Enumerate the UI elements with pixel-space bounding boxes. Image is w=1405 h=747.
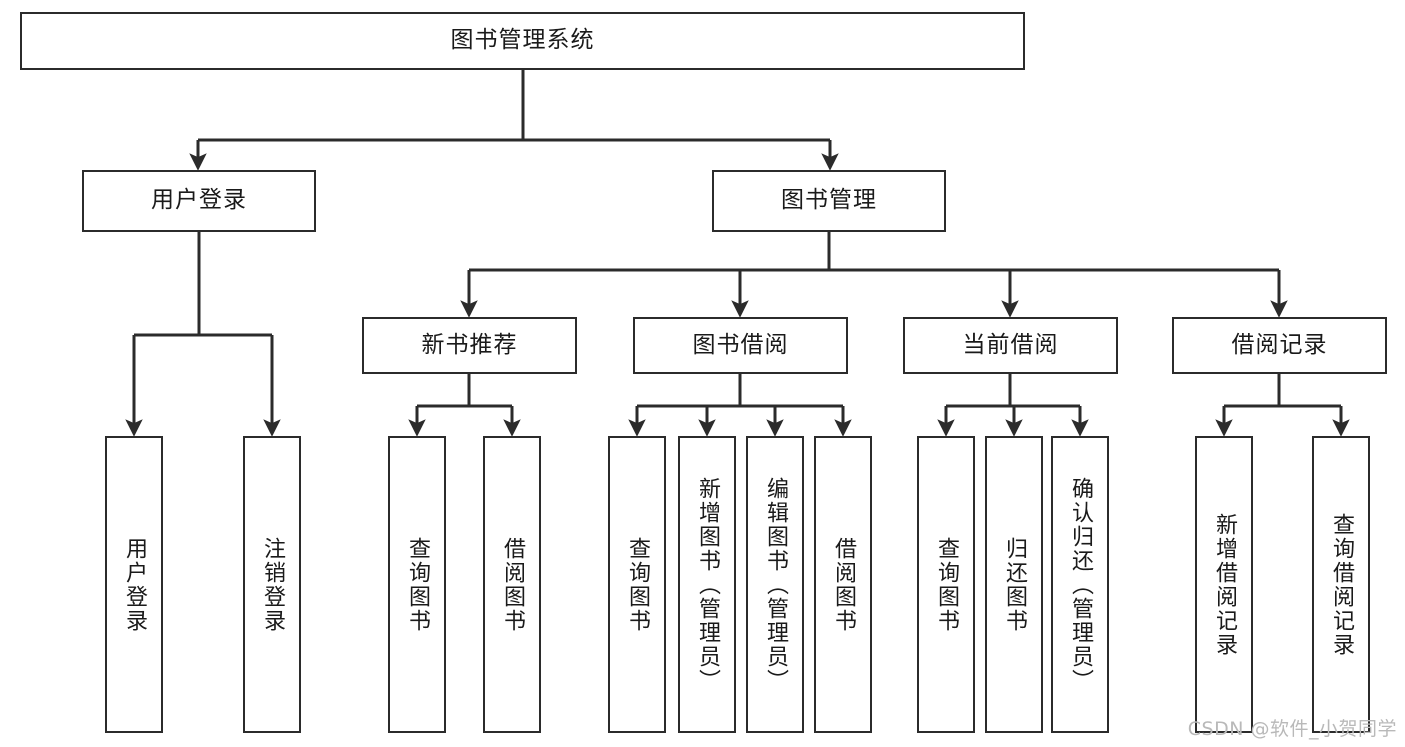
node-book-management-label: 图书管理 <box>781 187 877 214</box>
leaf-return-book-label: 归还图书 <box>1001 536 1027 633</box>
leaf-query-book-newbook-label: 查询图书 <box>404 536 430 633</box>
watermark: CSDN @软件_小贺同学 <box>1187 718 1397 740</box>
leaf-query-book-current[interactable]: 查询图书 <box>917 436 975 733</box>
leaf-add-book-admin[interactable]: 新增图书（管理员） <box>678 436 736 733</box>
node-new-book-recommend[interactable]: 新书推荐 <box>362 317 577 374</box>
leaf-user-login-label: 用户登录 <box>121 536 147 633</box>
leaf-borrow-book-newbook-label: 借阅图书 <box>499 536 525 633</box>
leaf-logout[interactable]: 注销登录 <box>243 436 301 733</box>
leaf-edit-book-admin-label: 编辑图书（管理员） <box>762 476 788 693</box>
node-current-borrow[interactable]: 当前借阅 <box>903 317 1118 374</box>
leaf-query-book-current-label: 查询图书 <box>933 536 959 633</box>
node-root[interactable]: 图书管理系统 <box>20 12 1025 70</box>
leaf-add-borrow-record[interactable]: 新增借阅记录 <box>1195 436 1253 733</box>
leaf-add-book-admin-label: 新增图书（管理员） <box>694 476 720 693</box>
leaf-add-borrow-record-label: 新增借阅记录 <box>1211 512 1237 657</box>
node-borrow-records[interactable]: 借阅记录 <box>1172 317 1387 374</box>
node-current-borrow-label: 当前借阅 <box>962 331 1059 358</box>
leaf-lend-book-label: 借阅图书 <box>830 536 856 633</box>
leaf-query-book-borrow-label: 查询图书 <box>624 536 650 633</box>
node-book-borrow-label: 图书借阅 <box>692 331 789 358</box>
leaf-query-book-borrow[interactable]: 查询图书 <box>608 436 666 733</box>
leaf-logout-label: 注销登录 <box>259 536 285 633</box>
node-new-book-recommend-label: 新书推荐 <box>421 331 518 358</box>
leaf-confirm-return-admin[interactable]: 确认归还（管理员） <box>1051 436 1109 733</box>
leaf-confirm-return-admin-label: 确认归还（管理员） <box>1067 476 1093 693</box>
leaf-query-borrow-record[interactable]: 查询借阅记录 <box>1312 436 1370 733</box>
node-user-login-label: 用户登录 <box>151 187 247 214</box>
leaf-query-book-newbook[interactable]: 查询图书 <box>388 436 446 733</box>
leaf-query-borrow-record-label: 查询借阅记录 <box>1328 512 1354 657</box>
node-book-management[interactable]: 图书管理 <box>712 170 946 232</box>
node-book-borrow[interactable]: 图书借阅 <box>633 317 848 374</box>
node-borrow-records-label: 借阅记录 <box>1231 331 1328 358</box>
node-user-login[interactable]: 用户登录 <box>82 170 316 232</box>
leaf-return-book[interactable]: 归还图书 <box>985 436 1043 733</box>
node-root-label: 图书管理系统 <box>450 27 595 54</box>
leaf-borrow-book-newbook[interactable]: 借阅图书 <box>483 436 541 733</box>
leaf-lend-book[interactable]: 借阅图书 <box>814 436 872 733</box>
leaf-user-login[interactable]: 用户登录 <box>105 436 163 733</box>
leaf-edit-book-admin[interactable]: 编辑图书（管理员） <box>746 436 804 733</box>
